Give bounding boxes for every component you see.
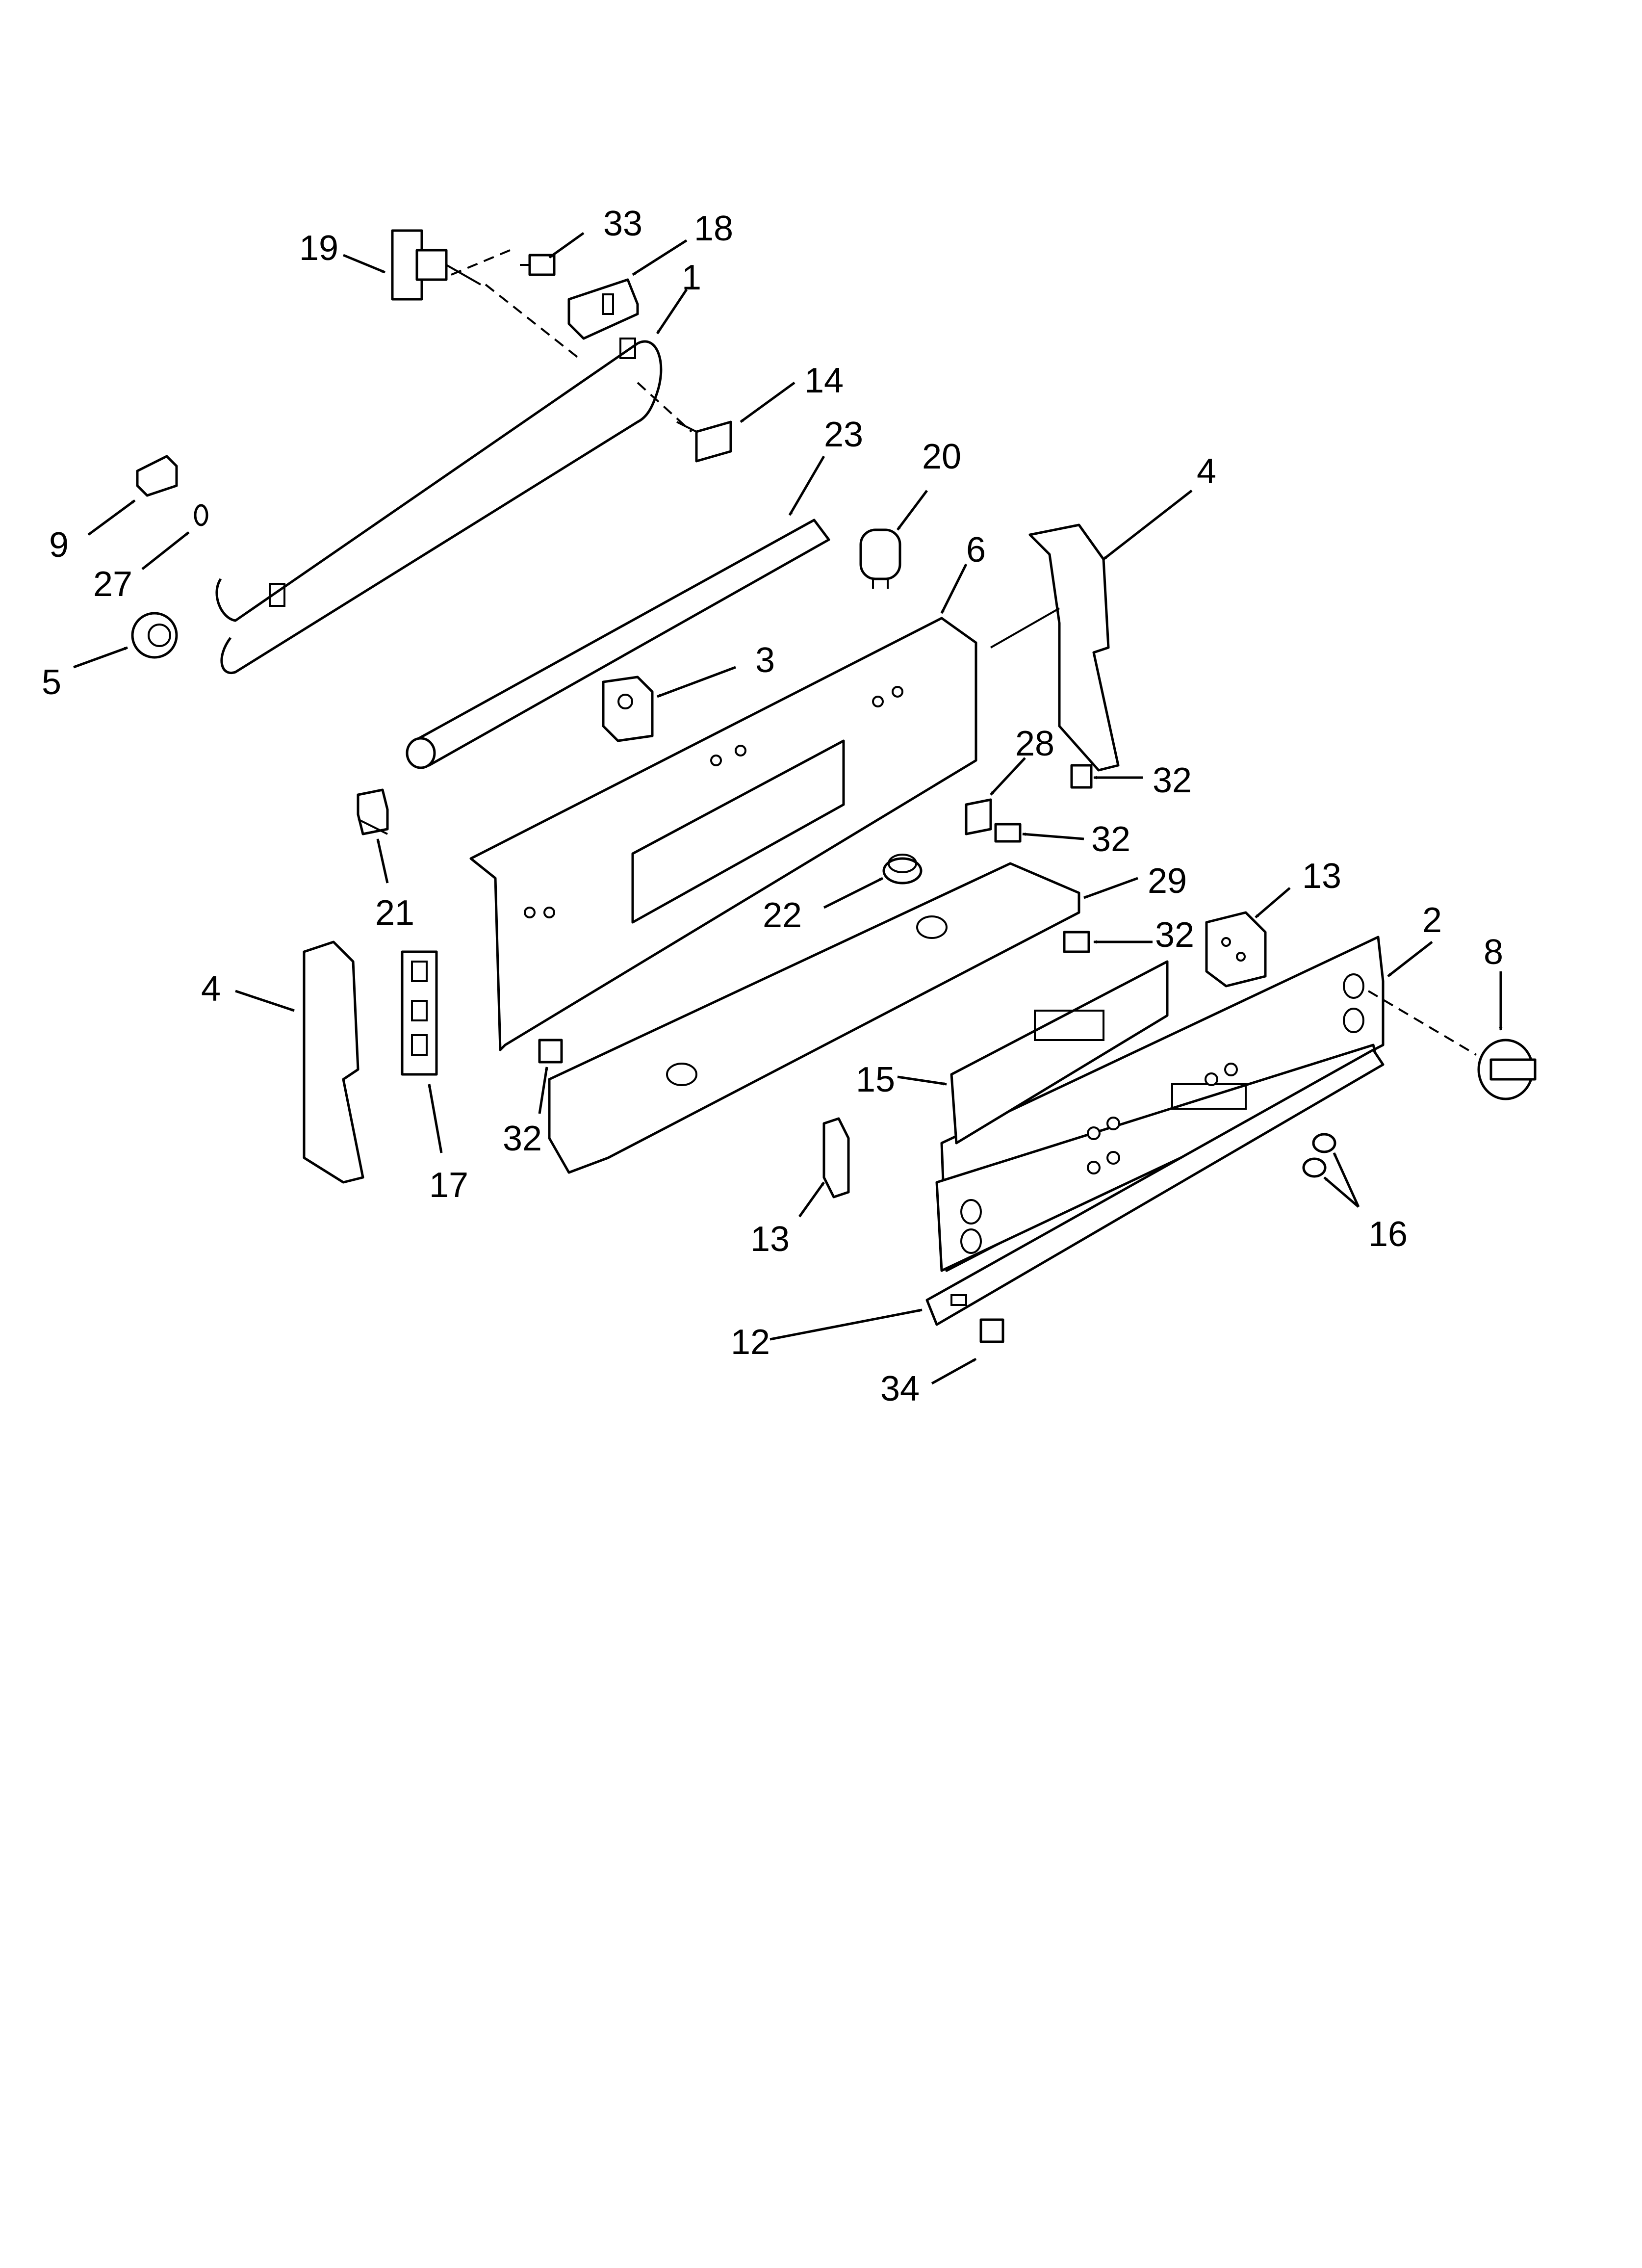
part-33-screw [520,254,556,276]
callout-12: 12 [731,1323,770,1362]
callout-33: 33 [603,204,642,243]
part-1-light-cover [215,338,663,674]
part-6-frame [469,617,977,1051]
screw-34 [979,1318,1004,1343]
part-17-connector-strip [401,950,438,1076]
callout-34: 34 [880,1369,920,1408]
part-18-box [567,278,639,340]
part-28-clip [965,798,992,835]
screw-32-d [538,1039,563,1064]
callout-32-b: 32 [1091,820,1130,859]
part-14-socket [676,420,732,463]
callout-22: 22 [763,896,802,935]
callout-23: 23 [824,415,863,454]
part-23-lamp-tube [406,519,830,769]
part-21-bracket [357,788,389,835]
part-13-bracket-right [1205,911,1267,988]
screw-32-c [1063,931,1090,953]
callout-4-lower: 4 [201,969,221,1009]
callout-18: 18 [694,209,733,248]
callout-2: 2 [1422,901,1442,940]
part-9-switch [136,455,178,497]
screw-32-b [994,823,1022,843]
part-27-ring [194,504,208,526]
callout-32-d: 32 [503,1119,542,1158]
part-22-connector [882,854,923,885]
callout-21: 21 [375,893,414,933]
part-5-ring [131,612,178,659]
callout-4-upper: 4 [1197,452,1216,491]
part-overlay [935,1043,1380,1272]
part-15-display-board [950,960,1169,1145]
callout-32-c: 32 [1155,915,1194,955]
callout-28: 28 [1015,724,1054,763]
callout-labels: 19 33 18 1 14 23 20 4 6 9 27 5 3 28 32 3… [42,204,1503,1408]
part-20-capacitor [859,528,901,589]
callout-1: 1 [682,258,701,297]
callout-3: 3 [755,641,775,680]
callout-14: 14 [804,361,844,400]
callout-15: 15 [856,1060,895,1099]
part-4-side-trim-right [1028,523,1120,772]
callout-20: 20 [922,437,961,476]
part-19-switch [391,229,481,301]
callout-32-a: 32 [1153,761,1192,800]
callout-19: 19 [299,229,338,268]
callout-6: 6 [966,530,986,570]
screw-32-a [1070,764,1093,789]
leader-lines [73,232,1503,1385]
part-29-lower-panel [548,862,1080,1174]
part-4-side-trim-left [303,940,364,1184]
part-13-bracket-lower [822,1117,850,1199]
callout-16: 16 [1368,1215,1408,1254]
part-12-trim-strip [925,1048,1385,1326]
callout-27: 27 [93,565,132,604]
callout-5: 5 [42,663,61,702]
callout-9: 9 [49,525,69,565]
callout-29: 29 [1148,861,1187,901]
callout-13-upper: 13 [1302,857,1341,896]
part-16-buttons [1302,1133,1336,1178]
part-3-switch [602,676,654,742]
callout-8: 8 [1484,933,1503,972]
part-8-knob [1477,1039,1537,1100]
callout-13-lower: 13 [750,1220,790,1259]
callout-17: 17 [429,1166,468,1205]
